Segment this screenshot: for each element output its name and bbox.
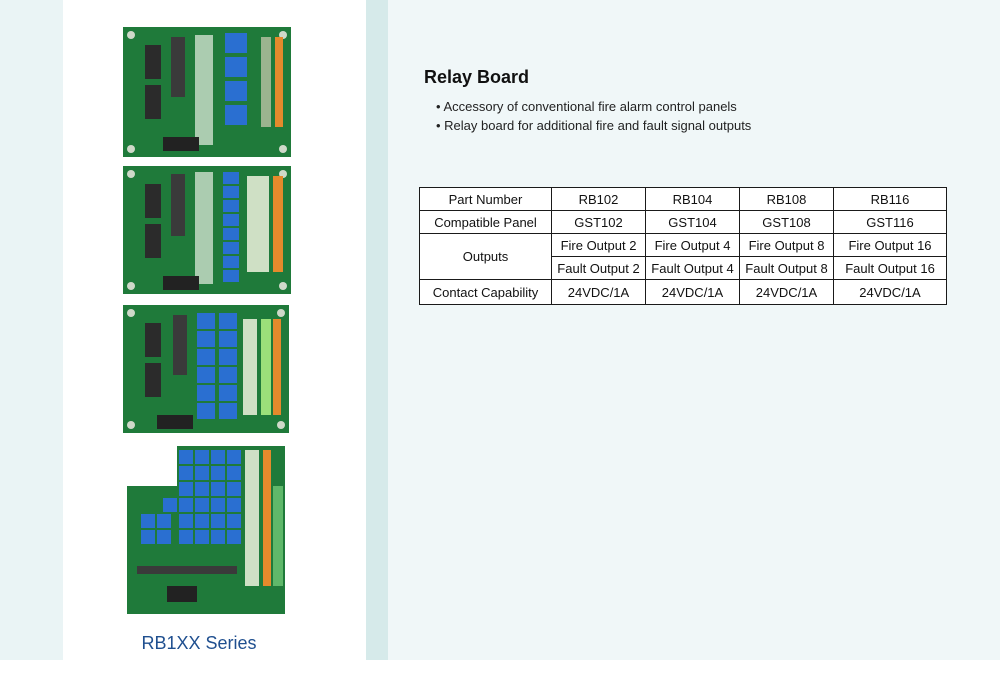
row-header-part-number: Part Number	[419, 187, 552, 211]
table-cell: 24VDC/1A	[739, 279, 834, 305]
table-cell: GST104	[645, 210, 740, 234]
board-image-rb102	[123, 27, 291, 157]
feature-item: • Relay board for additional fire and fa…	[436, 118, 752, 133]
table-cell: RB108	[739, 187, 834, 211]
table-cell: Fire Output 16	[833, 233, 947, 257]
table-cell: RB116	[833, 187, 947, 211]
table-row: Outputs Fire Output 2 Fire Output 4 Fire…	[419, 233, 947, 280]
table-cell: GST102	[551, 210, 646, 234]
board-image-rb116	[127, 446, 289, 614]
feature-list: • Accessory of conventional fire alarm c…	[436, 97, 751, 135]
table-row: Compatible Panel GST102 GST104 GST108 GS…	[419, 210, 947, 234]
table-cell: Fire Output 2	[551, 233, 646, 257]
table-cell: Fault Output 8	[739, 256, 834, 280]
table-cell: Fire Output 4	[645, 233, 740, 257]
table-cell: GST116	[833, 210, 947, 234]
spec-panel	[388, 0, 1000, 660]
table-cell: GST108	[739, 210, 834, 234]
row-header-contact-capability: Contact Capability	[419, 279, 552, 305]
page-title: Relay Board	[424, 67, 530, 87]
board-image-rb108	[123, 305, 289, 433]
table-cell: RB102	[551, 187, 646, 211]
table-cell: RB104	[645, 187, 740, 211]
row-header-outputs: Outputs	[419, 233, 552, 280]
row-header-compatible-panel: Compatible Panel	[419, 210, 552, 234]
table-row: Fault Output 2 Fault Output 4 Fault Outp…	[420, 256, 947, 280]
table-cell: Fire Output 8	[739, 233, 834, 257]
spec-table: Part Number RB102 RB104 RB108 RB116 Comp…	[419, 187, 947, 305]
table-cell: 24VDC/1A	[551, 279, 646, 305]
table-cell: Fault Output 2	[551, 256, 646, 280]
bottom-band	[0, 660, 1000, 675]
board-image-rb104	[123, 166, 291, 294]
table-row: Part Number RB102 RB104 RB108 RB116	[419, 187, 947, 211]
table-cell: Fault Output 16	[833, 256, 947, 280]
table-cell: 24VDC/1A	[833, 279, 947, 305]
table-cell: 24VDC/1A	[645, 279, 740, 305]
feature-item: • Accessory of conventional fire alarm c…	[436, 99, 737, 114]
series-caption: RB1XX Series	[141, 633, 257, 653]
divider-band	[366, 0, 388, 660]
left-margin-strip	[0, 0, 63, 660]
table-row: Contact Capability 24VDC/1A 24VDC/1A 24V…	[419, 279, 947, 305]
table-cell: Fault Output 4	[645, 256, 740, 280]
